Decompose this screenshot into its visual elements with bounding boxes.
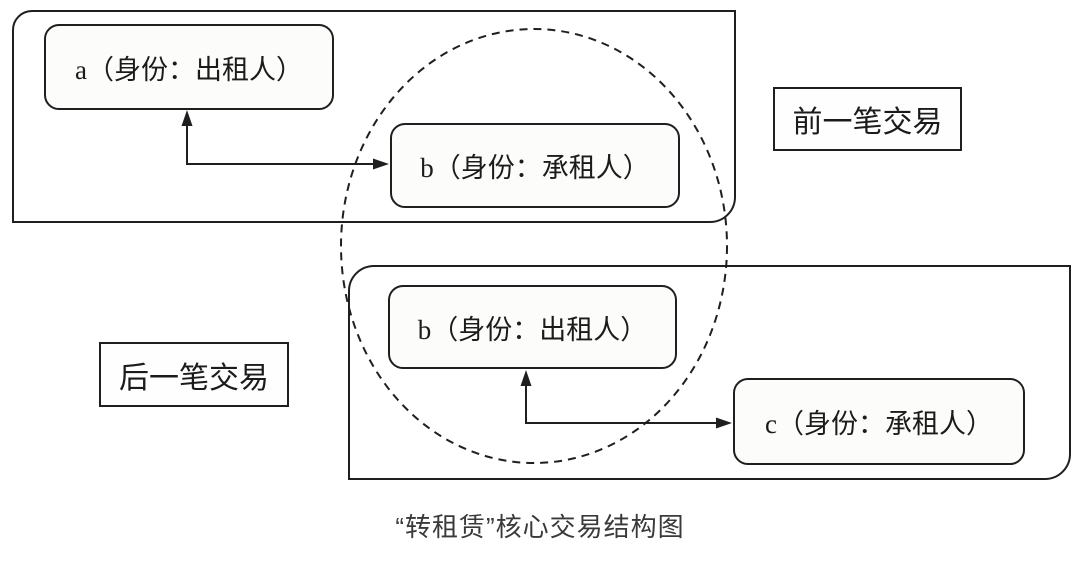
node-b-previous-label: b（身份：承租人） — [420, 153, 650, 183]
previous-transaction-tag: 前一笔交易 — [773, 87, 962, 151]
node-b-lessor-next: b（身份：出租人） — [388, 285, 677, 369]
node-b-lessee-previous: b（身份：承租人） — [390, 123, 680, 208]
node-b-next-label: b（身份：出租人） — [417, 314, 648, 345]
diagram-caption: “转租赁”核心交易结构图 — [395, 512, 685, 542]
node-c-label: c（身份：承租人） — [765, 409, 993, 439]
node-c-lessee: c（身份：承租人） — [733, 378, 1025, 465]
previous-transaction-tag-label: 前一笔交易 — [792, 106, 943, 139]
node-a-lessor: a（身份：出租人） — [44, 24, 334, 110]
next-transaction-tag: 后一笔交易 — [99, 342, 289, 407]
node-a-label: a（身份：出租人） — [75, 54, 303, 85]
next-transaction-tag-label: 后一笔交易 — [119, 361, 269, 395]
